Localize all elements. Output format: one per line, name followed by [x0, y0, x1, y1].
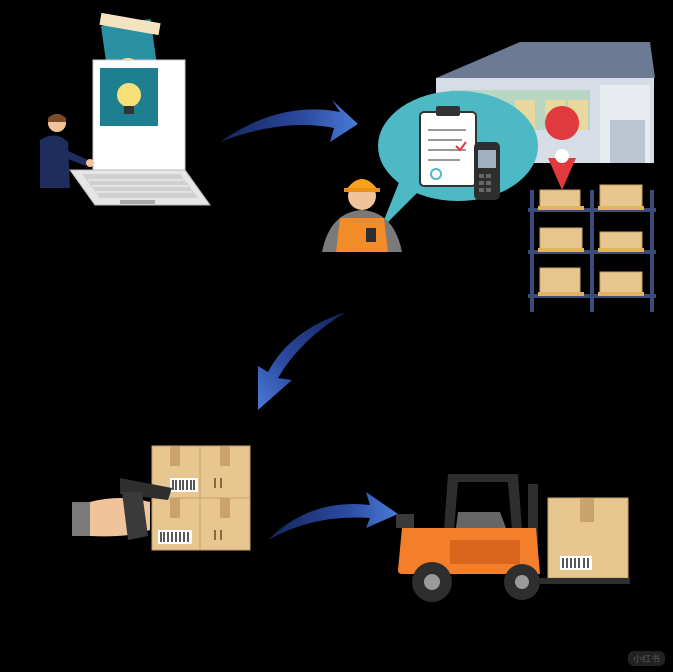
barcode-label-icon [158, 478, 198, 544]
location-pin-icon [545, 106, 580, 190]
arrow-3-to-4 [268, 492, 398, 540]
warehouse-worker-icon [322, 179, 402, 252]
forklift-icon [396, 474, 630, 602]
handheld-scanner-icon [474, 142, 500, 200]
arrow-2-to-3 [258, 312, 346, 410]
watermark: 小红书 [627, 651, 665, 666]
shelving-rack-icon [528, 184, 656, 312]
barcode-scanner-icon [72, 478, 172, 540]
cardboard-boxes-icon [151, 445, 251, 551]
arrow-1-to-2 [220, 100, 358, 142]
laptop-user-icon [40, 12, 211, 206]
this-side-up-icon [214, 478, 222, 540]
clipboard-icon [419, 106, 477, 187]
